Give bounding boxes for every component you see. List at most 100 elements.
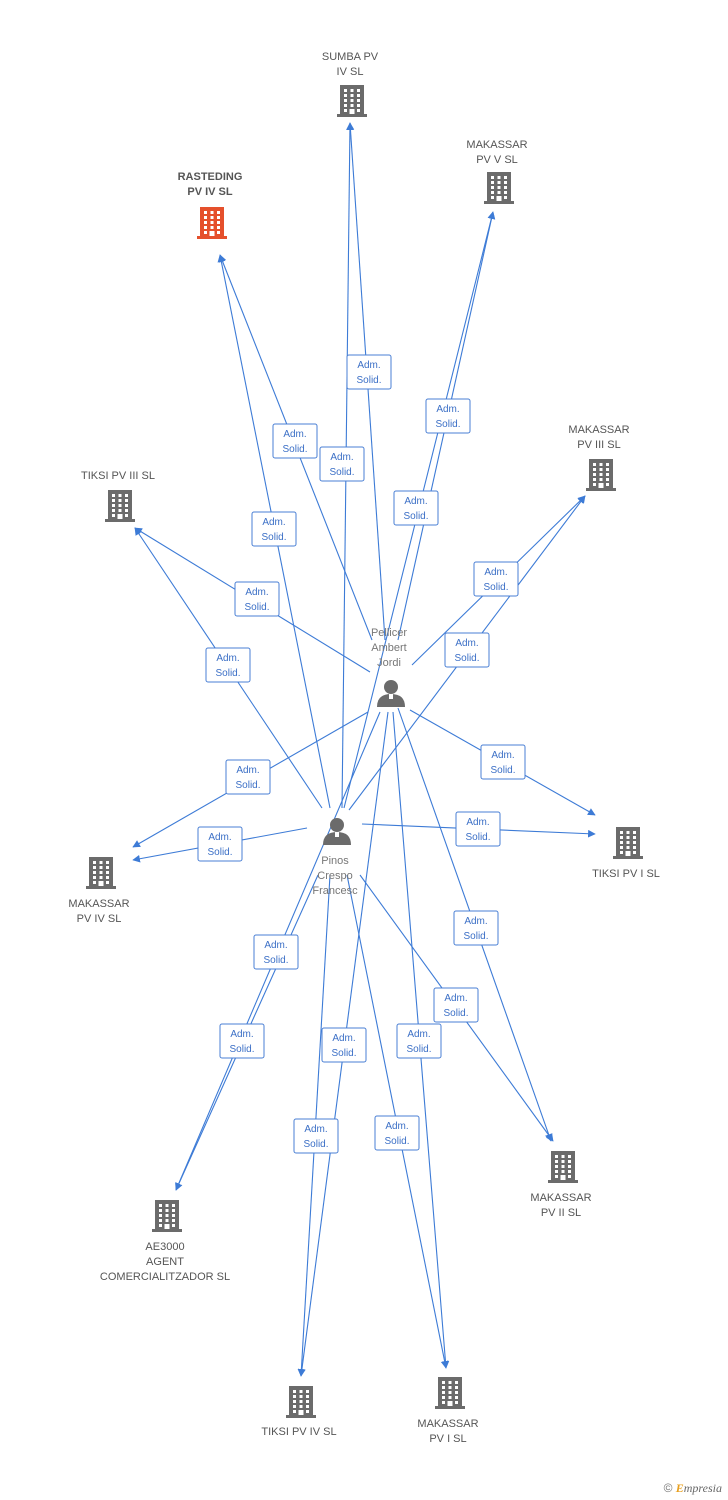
company-label-ae3000-line: AE3000 xyxy=(145,1241,184,1253)
edge-label-box xyxy=(455,811,501,847)
edge-label-text: Solid. xyxy=(443,1008,468,1019)
company-node-tiksi1[interactable]: TIKSI PV I SL xyxy=(592,827,660,880)
edge-label-text: Adm. xyxy=(385,1121,408,1132)
building-icon xyxy=(337,85,367,117)
building-icon xyxy=(152,1200,182,1232)
company-label-ae3000-line: COMERCIALITZADOR SL xyxy=(100,1271,230,1283)
edge-label-text: Adm. xyxy=(264,940,287,951)
edge-label-pellicer-mak3[interactable]: Adm. Solid. xyxy=(473,561,519,597)
edge-label-pellicer-tiksi1[interactable]: Adm.Solid. xyxy=(480,744,526,780)
edge-label-text: Solid. xyxy=(244,602,269,613)
company-label-mak2: MAKASSAR PV II SL xyxy=(530,1192,591,1219)
edge-label-box xyxy=(319,446,365,482)
edge-label-pellicer-mak1[interactable]: Adm.Solid. xyxy=(396,1023,442,1059)
company-label-mak2-line: MAKASSAR xyxy=(530,1192,591,1204)
company-label-mak5-line: PV V SL xyxy=(476,154,518,166)
company-node-tiksi3[interactable]: TIKSI PV III SL xyxy=(81,470,155,522)
edge-label-pellicer-tiksi4[interactable]: Adm.Solid. xyxy=(321,1027,367,1063)
edge-label-text: Adm. xyxy=(436,404,459,415)
edge-label-text: Adm. xyxy=(484,567,507,578)
company-label-sumba-line: SUMBA PV xyxy=(322,51,379,63)
edge-label-box xyxy=(480,744,526,780)
empresia-watermark[interactable]: © Empresia xyxy=(664,1481,722,1496)
edge-label-text: Solid. xyxy=(303,1139,328,1150)
edge-label-text: Adm. xyxy=(230,1029,253,1040)
edge-label-text: Adm. xyxy=(330,452,353,463)
edge-label-pinos-mak1[interactable]: Adm.Solid. xyxy=(374,1115,420,1151)
person-icon xyxy=(377,680,405,707)
edge-label-text: Adm. xyxy=(444,993,467,1004)
edge-label-text: Adm. xyxy=(216,653,239,664)
edge-label-box xyxy=(346,354,392,390)
edge-label-text: Adm. xyxy=(357,360,380,371)
edge-label-pinos-mak3[interactable]: Adm.Solid. xyxy=(444,632,490,668)
edge-label-text: Solid. xyxy=(261,532,286,543)
person-label-pellicer-line: Pellicer xyxy=(371,627,407,639)
building-icon xyxy=(286,1386,316,1418)
edge-label-text: Solid. xyxy=(435,419,460,430)
edge-label-text: Solid. xyxy=(483,582,508,593)
company-label-ae3000-line: AGENT xyxy=(146,1256,184,1268)
company-label-tiksi1: TIKSI PV I SL xyxy=(592,868,660,880)
edge-label-box xyxy=(374,1115,420,1151)
edge-label-pellicer-ae3000[interactable]: Adm.Solid. xyxy=(253,934,299,970)
edge-label-text: Adm. xyxy=(466,817,489,828)
edge-label-pellicer-sumba[interactable]: Adm.Solid. xyxy=(346,354,392,390)
building-icon xyxy=(613,827,643,859)
edge-label-pinos-rasteding[interactable]: Adm.Solid. xyxy=(251,511,297,547)
company-label-mak2-line: PV II SL xyxy=(541,1207,581,1219)
edge-labels-layer: Adm. Solid. Adm. Solid. Adm. Solid. Adm. Solid.… xyxy=(197,354,526,1154)
edge-label-text: Adm. xyxy=(283,429,306,440)
edge-label-text: Solid. xyxy=(403,511,428,522)
edge-label-text: Solid. xyxy=(282,444,307,455)
edge-label-pinos-mak5[interactable]: Adm. Solid. xyxy=(393,490,439,526)
person-label-pinos-line: Francesc xyxy=(312,885,358,897)
person-label-pellicer-line: Jordi xyxy=(377,657,401,669)
edge-label-pinos-tiksi1[interactable]: Adm.Solid. xyxy=(455,811,501,847)
edge-label-pinos-mak2[interactable]: Adm. Solid. xyxy=(433,987,479,1023)
edge-label-pellicer-mak2[interactable]: Adm.Solid. xyxy=(453,910,499,946)
company-label-tiksi4: TIKSI PV IV SL xyxy=(261,1426,336,1438)
edge-label-box xyxy=(272,423,318,459)
person-label-pinos-line: Crespo xyxy=(317,870,352,882)
edge-label-pellicer-tiksi3[interactable]: Adm.Solid. xyxy=(234,581,280,617)
building-icon xyxy=(548,1151,578,1183)
edge-label-text: Solid. xyxy=(229,1044,254,1055)
company-label-tiksi3-line: TIKSI PV III SL xyxy=(81,470,155,482)
company-label-tiksi3: TIKSI PV III SL xyxy=(81,470,155,482)
building-icon xyxy=(435,1377,465,1409)
edge-label-pinos-mak4[interactable]: Adm.Solid. xyxy=(197,826,243,862)
edge-label-text: Adm. xyxy=(404,496,427,507)
edge-label-pellicer-mak4[interactable]: Adm.Solid. xyxy=(225,759,271,795)
edge-label-pinos-tiksi4[interactable]: Adm.Solid. xyxy=(293,1118,339,1154)
company-node-mak2[interactable]: MAKASSAR PV II SL xyxy=(530,1151,592,1219)
edge-label-box xyxy=(253,934,299,970)
edge-label-text: Solid. xyxy=(454,653,479,664)
edge-label-pellicer-rasteding[interactable]: Adm. Solid. xyxy=(272,423,318,459)
edge-label-pinos-ae3000[interactable]: Adm. Solid. xyxy=(219,1023,265,1059)
company-node-tiksi4[interactable]: TIKSI PV IV SL xyxy=(261,1386,337,1438)
edge-label-pinos-tiksi3[interactable]: Adm.Solid. xyxy=(205,647,251,683)
edge-label-pinos-sumba[interactable]: Adm.Solid. xyxy=(319,446,365,482)
edge-label-text: Solid. xyxy=(331,1048,356,1059)
edge-label-text: Solid. xyxy=(235,780,260,791)
edge-label-pellicer-mak5[interactable]: Adm. Solid. xyxy=(425,398,471,434)
